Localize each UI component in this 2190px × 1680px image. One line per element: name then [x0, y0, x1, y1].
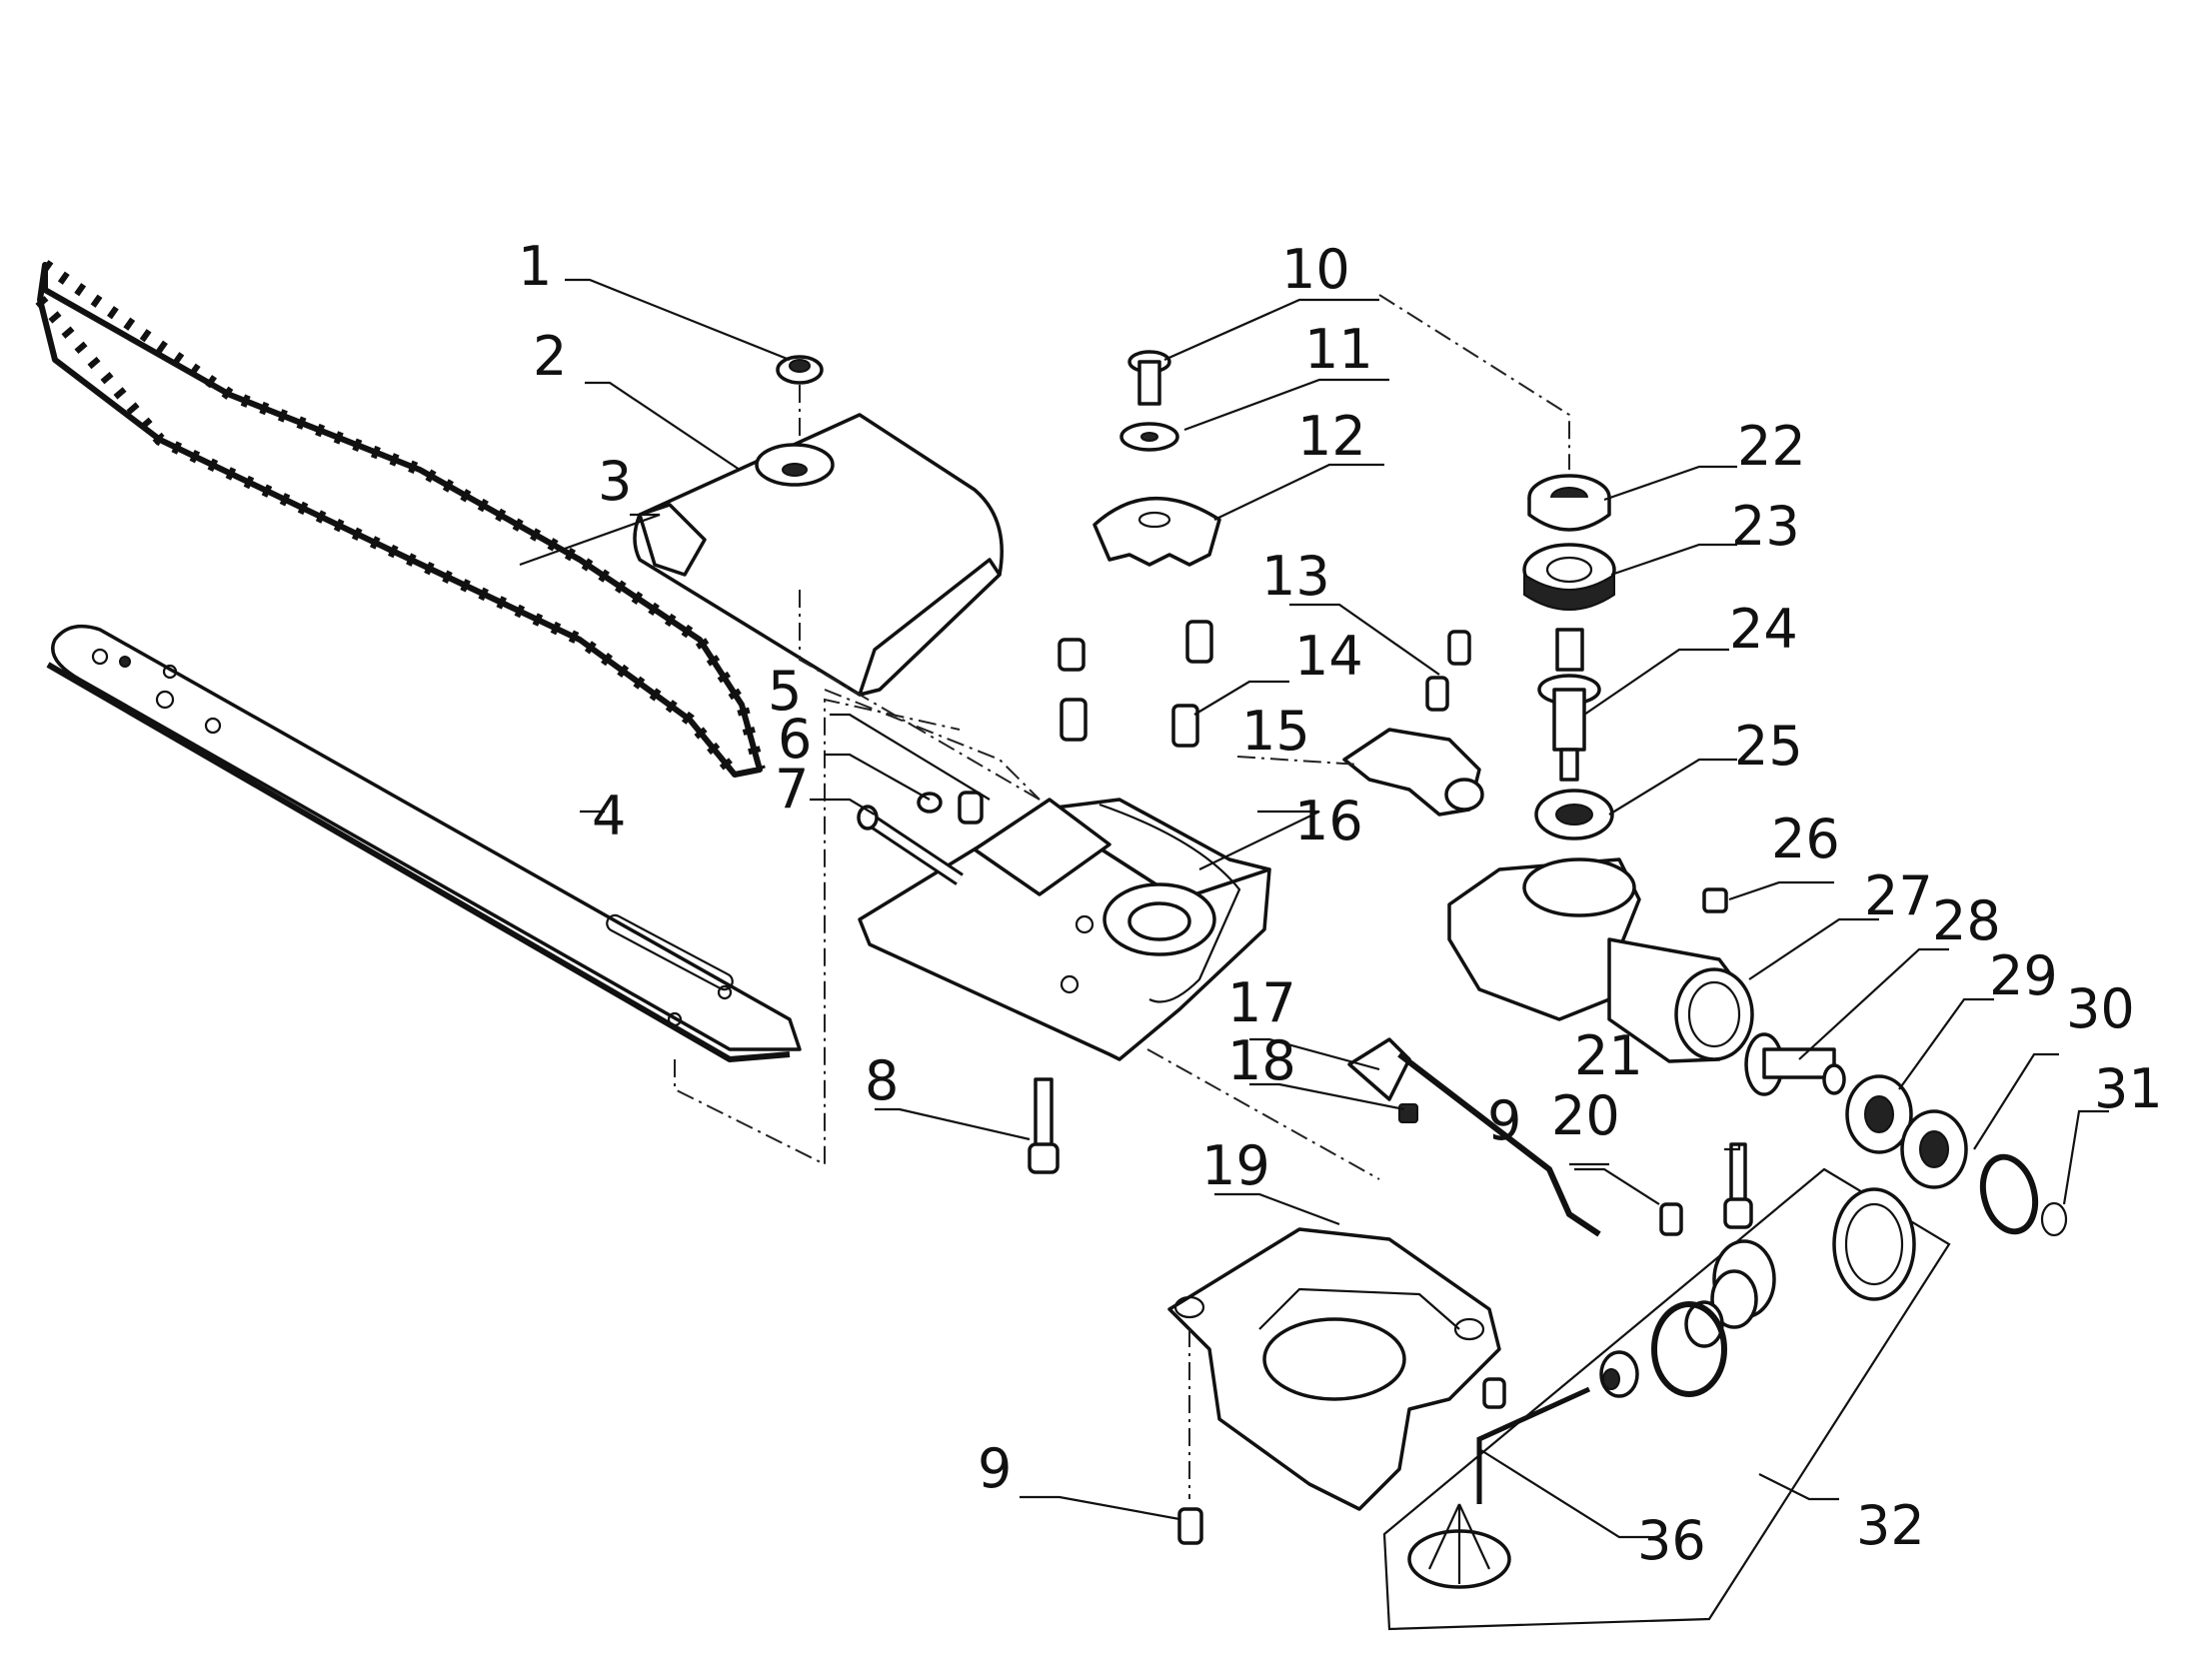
- label-2: 2: [533, 325, 567, 388]
- leader-lines: [519, 278, 2109, 1539]
- label-14: 14: [1294, 625, 1363, 688]
- label-11: 11: [1304, 318, 1373, 381]
- label-13: 13: [1261, 545, 1330, 608]
- label-15: 15: [1241, 700, 1310, 763]
- label-30: 30: [2066, 977, 2135, 1040]
- label-3: 3: [598, 450, 632, 513]
- label-32: 32: [1856, 1494, 1925, 1557]
- bolts: [1028, 1077, 1753, 1545]
- label-7: 7: [775, 758, 809, 821]
- label-5: 5: [768, 660, 802, 723]
- kit-parts: [1382, 1167, 1951, 1631]
- sprocket-assembly: [1093, 350, 1221, 567]
- tension-bolt: [857, 805, 964, 885]
- label-22: 22: [1737, 415, 1806, 478]
- oil-pump: [1342, 630, 1484, 817]
- label-31: 31: [2094, 1057, 2163, 1120]
- guide-bar: [46, 624, 802, 1062]
- dashed-lines: [674, 294, 1570, 1499]
- gear-housing: [1447, 857, 1754, 1063]
- label-10: 10: [1281, 238, 1350, 301]
- adjuster-parts: [917, 791, 984, 825]
- label-29: 29: [1989, 944, 2058, 1007]
- label-8: 8: [865, 1049, 899, 1112]
- label-20: 20: [1551, 1084, 1620, 1147]
- label-28: 28: [1932, 889, 2001, 952]
- label-6: 6: [778, 708, 812, 771]
- label-9a: 9: [1487, 1089, 1521, 1152]
- sprocket-cover: [633, 413, 1004, 697]
- output-shaft: [1744, 1032, 2068, 1237]
- mounting-plate: [858, 798, 1271, 1061]
- label-12: 12: [1297, 405, 1366, 468]
- label-36: 36: [1637, 1509, 1706, 1572]
- nut-part: [776, 355, 824, 385]
- shaft-bearings: [1522, 474, 1616, 840]
- label-23: 23: [1731, 495, 1800, 558]
- label-26: 26: [1771, 808, 1840, 870]
- screws-14: [1058, 620, 1213, 748]
- saw-chain: [35, 260, 766, 779]
- label-18: 18: [1227, 1029, 1296, 1092]
- label-19: 19: [1201, 1134, 1270, 1197]
- label-24: 24: [1729, 598, 1798, 661]
- label-16: 16: [1294, 790, 1363, 852]
- label-4: 4: [592, 785, 626, 847]
- label-17: 17: [1227, 971, 1296, 1034]
- label-1: 1: [518, 235, 552, 298]
- label-25: 25: [1734, 715, 1803, 778]
- lower-case: [1167, 1227, 1506, 1511]
- label-21: 21: [1574, 1024, 1643, 1087]
- label-9b: 9: [978, 1437, 1012, 1500]
- part-labels: 1 2 3 4 5 6 7 8 9 9 10 11 12 13 14 15 16…: [518, 235, 2163, 1572]
- label-27: 27: [1864, 864, 1933, 927]
